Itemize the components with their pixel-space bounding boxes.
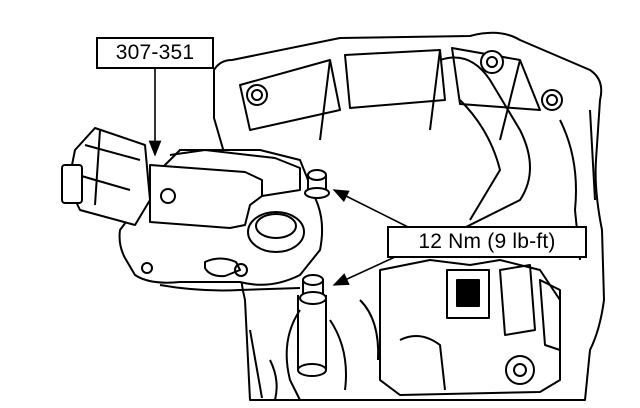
transmission-housing [213,31,605,401]
torque-spec-callout: 12 Nm (9 lb-ft) [387,226,587,258]
leader-lines [148,69,411,286]
tool-number-callout: 307-351 [96,37,214,69]
shift-position-sensor [61,127,330,305]
tool-number-text: 307-351 [115,41,195,64]
torque-leader-upper [332,189,411,229]
torque-spec-text: 12 Nm (9 lb-ft) [418,230,556,253]
torque-leader-lower [332,256,396,286]
